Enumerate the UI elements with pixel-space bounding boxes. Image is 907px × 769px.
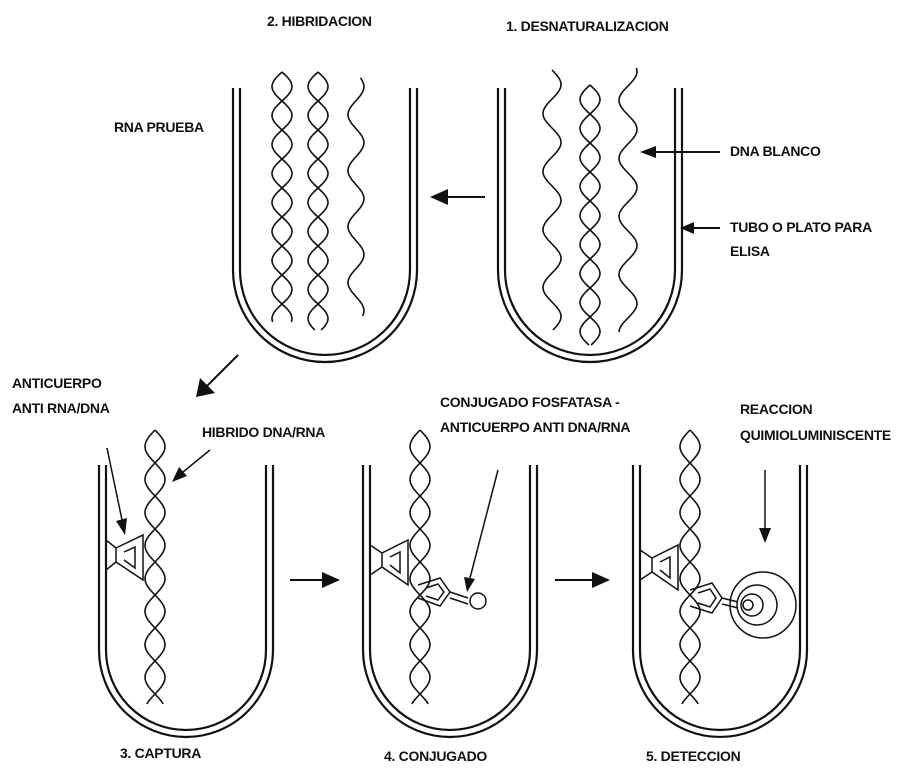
- pointer-hybrid: [172, 450, 210, 482]
- arrow-step2-to-step3: [196, 355, 238, 397]
- arrow-step4-to-step5: [555, 572, 610, 588]
- pointer-reaction: [759, 470, 771, 543]
- dna-helix-a: [580, 85, 600, 345]
- label-conjugate-line1: CONJUGADO FOSFATASA -: [440, 394, 620, 410]
- label-conjugate-line2: ANTICUERPO ANTI DNA/RNA: [440, 419, 630, 435]
- tube-step-3: [99, 465, 273, 737]
- arrow-step1-to-step2: [430, 189, 485, 205]
- rna-dna-helix-b: [308, 72, 328, 330]
- chemiluminescence-icon: [730, 572, 796, 638]
- label-step-5: 5. DETECCION: [646, 748, 741, 764]
- label-step-3: 3. CAPTURA: [120, 745, 201, 761]
- capture-antibody-step-4: [370, 540, 408, 585]
- label-step-4: 4. CONJUGADO: [384, 748, 487, 764]
- pointer-dna-target: [640, 146, 720, 158]
- rna-dna-helix-a: [308, 72, 328, 330]
- label-tube-line2: ELISA: [730, 243, 770, 259]
- capture-antibody-step-5: [640, 545, 678, 590]
- label-reaction-line2: QUIMIOLUMINISCENTE: [740, 427, 891, 443]
- tube-step-4: [363, 465, 537, 737]
- label-step-1: 1. DESNATURALIZACION: [506, 18, 669, 34]
- tube-step-1: [498, 88, 682, 362]
- label-hybrid: HIBRIDO DNA/RNA: [202, 424, 325, 440]
- label-rna-probe: RNA PRUEBA: [114, 119, 204, 135]
- label-step-2: 2. HIBRIDACION: [267, 13, 372, 29]
- label-dna-target: DNA BLANCO: [730, 143, 821, 159]
- label-antibody-line2: ANTI RNA/DNA: [12, 400, 110, 416]
- pointer-conjugate: [464, 470, 498, 592]
- dna-strand: [543, 70, 561, 330]
- label-reaction-line1: REACCION: [740, 401, 812, 417]
- pointer-antibody: [107, 448, 127, 535]
- arrow-step3-to-step4: [290, 572, 340, 588]
- dna-strand: [619, 68, 637, 332]
- pointer-tube: [680, 222, 720, 234]
- label-tube-line1: TUBO O PLATO PARA: [730, 219, 872, 235]
- label-antibody-line1: ANTICUERPO: [12, 375, 102, 391]
- nucleic-acid-strands: [145, 68, 700, 704]
- rna-strand: [348, 78, 364, 316]
- capture-antibody-step-3: [106, 535, 143, 580]
- dna-helix-b: [580, 85, 600, 345]
